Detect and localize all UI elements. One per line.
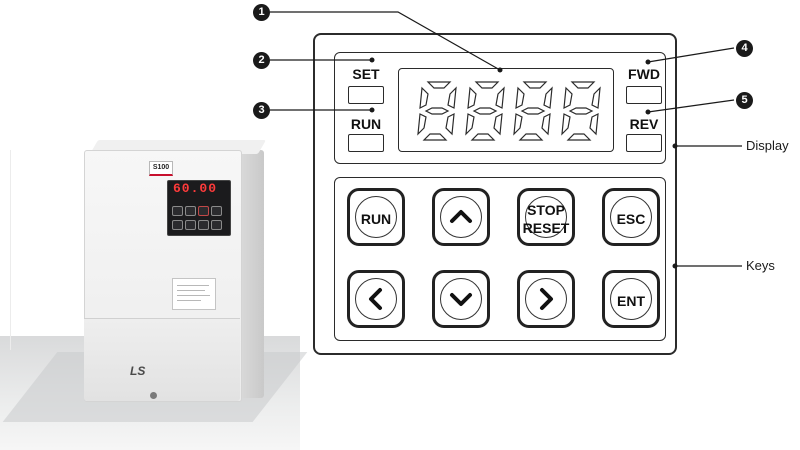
ent-key-label: ENT [617,293,645,309]
right-arrow-icon [540,288,553,310]
callout-badge-5: 5 [736,92,753,109]
rev-indicator-label: REV [629,116,659,132]
callout-badge-4: 4 [736,40,753,57]
leader-line-4 [647,47,735,63]
leader-dot-4 [645,59,651,65]
digit-3-segment-f [563,86,573,110]
digit-1-segment-a [474,81,500,89]
digit-3-segment-g [568,107,594,115]
set-indicator-lamp [348,86,384,104]
digit-2-segment-e [513,113,523,136]
drive-warning-label [172,278,216,310]
leader-dot-5 [645,109,651,115]
up-key[interactable] [432,188,490,246]
digit-0-segment-f [419,86,429,110]
drive-mini-key [198,206,209,216]
digit-3-segment-b [591,86,601,109]
up-arrow-icon [450,210,472,223]
leader-line-1 [270,11,501,71]
run-indicator-lamp [348,134,384,152]
digit-1-segment-g [472,107,498,115]
callout-badge-2: 2 [253,52,270,69]
digit-2-segment-f [515,86,525,110]
digit-2-segment-b [543,86,553,109]
leader-dot-3 [369,107,375,113]
reset-key-label: RESET [522,220,570,236]
down-key[interactable] [432,270,490,328]
digit-0-segment-g [424,107,450,115]
callout-badge-1: 1 [253,4,270,21]
drive-mini-key [185,220,196,230]
drive-mini-key [211,206,222,216]
right-key[interactable] [517,270,575,328]
leader-dot-1 [497,67,503,73]
down-arrow-icon [450,293,472,306]
leader-dot-2 [369,57,375,63]
digit-2-segment-a [522,81,548,89]
digit-1-segment-f [467,86,477,110]
leader-line-5 [647,99,735,113]
rev-indicator-lamp [626,134,662,152]
display-callout-label: Display [746,138,789,153]
drive-mini-key [185,206,196,216]
digit-1-segment-c [493,112,503,136]
digit-2-segment-c [541,112,551,136]
digit-2-segment-g [520,107,546,115]
drive-led-readout: 60.00 [173,181,218,196]
seven-segment-digits [417,81,601,141]
digit-3-segment-a [570,81,596,89]
drive-terminal-cover [84,318,240,401]
run-key[interactable]: RUN [347,188,405,246]
leader-dot-keys [672,263,678,269]
leader-dot-display [672,143,678,149]
keys-section [334,177,666,341]
esc-key[interactable]: ESC [602,188,660,246]
stop-key-label: STOP [527,202,565,218]
stop-reset-key[interactable]: STOP RESET [517,188,575,246]
run-key-label: RUN [360,211,392,227]
drive-mini-key [172,206,183,216]
leader-lines [270,11,742,267]
set-indicator-label: SET [352,66,380,82]
fwd-indicator-lamp [626,86,662,104]
drive-mini-key [198,220,209,230]
wall-edge [10,150,11,350]
ent-key[interactable]: ENT [602,270,660,328]
callout-badge-3: 3 [253,102,270,119]
digit-1-segment-e [465,113,475,136]
keys-callout-label: Keys [746,258,775,273]
drive-mini-key [211,220,222,230]
fwd-indicator-label: FWD [628,66,660,82]
digit-3-segment-d [566,133,592,141]
left-key[interactable] [347,270,405,328]
digit-0-segment-b [447,86,457,109]
digit-3-segment-c [589,112,599,136]
display-section [334,52,666,164]
digit-1-segment-b [495,86,505,109]
digit-0-segment-c [445,112,455,136]
digit-3-segment-e [561,113,571,136]
drive-ls-logo: LS [130,364,146,378]
run-indicator-label: RUN [350,116,382,132]
digit-1-segment-d [470,133,496,141]
drive-model-badge: S100 [149,161,173,176]
left-arrow-icon [369,288,382,310]
drive-screw [150,392,157,399]
digit-0-segment-d [422,133,448,141]
digit-2-segment-d [518,133,544,141]
drive-mini-key [172,220,183,230]
seven-segment-window [398,68,614,152]
digit-0-segment-e [417,113,427,136]
esc-key-label: ESC [616,211,646,227]
digit-0-segment-a [426,81,452,89]
